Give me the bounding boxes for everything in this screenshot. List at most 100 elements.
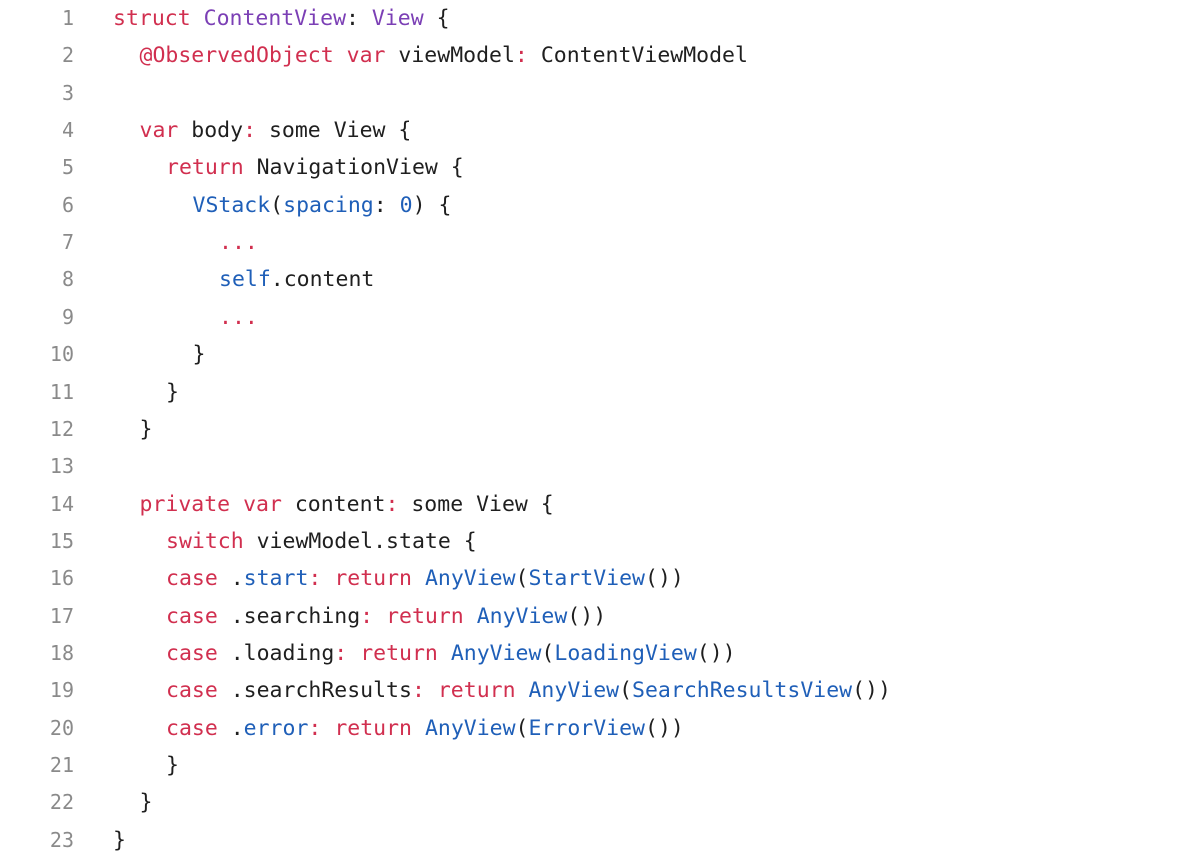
code-line[interactable]: 23}: [0, 822, 1200, 859]
code-token-default: some View {: [398, 491, 554, 517]
code-text: case .start: return AnyView(StartView()): [166, 560, 684, 597]
code-token-call: StartView: [528, 566, 646, 592]
line-number: 18: [49, 640, 74, 665]
code-token-keyword: return: [166, 155, 244, 181]
code-token-default: }: [139, 790, 153, 816]
code-line[interactable]: 13: [0, 448, 1200, 485]
code-token-default: (: [619, 678, 633, 704]
code-token-keyword: var: [139, 118, 179, 144]
code-line[interactable]: 11}: [0, 374, 1200, 411]
line-number: 13: [49, 454, 74, 479]
code-token-default: ) {: [412, 192, 452, 218]
code-text: private var content: some View {: [140, 486, 554, 523]
line-number: 22: [49, 790, 74, 815]
code-token-default: }: [166, 379, 179, 405]
code-token-keyword: return: [360, 640, 438, 666]
line-number: 14: [49, 491, 74, 516]
code-line[interactable]: 21}: [0, 747, 1200, 784]
code-line[interactable]: 2@ObservedObject var viewModel: ContentV…: [0, 37, 1200, 74]
line-number: 7: [61, 230, 74, 255]
code-line[interactable]: 9...: [0, 299, 1200, 336]
code-token-keyword: :: [360, 603, 374, 629]
code-text: return NavigationView {: [166, 149, 464, 186]
code-token-default: }: [166, 753, 179, 778]
line-number: 10: [49, 342, 74, 367]
code-token-call: AnyView: [424, 566, 516, 592]
code-token-default: [464, 604, 477, 629]
code-token-default: .searchResults: [217, 678, 412, 704]
code-text: }: [166, 747, 179, 784]
code-token-call: 0: [399, 192, 413, 218]
line-number: 17: [49, 603, 74, 628]
code-text: }: [140, 784, 153, 821]
code-token-default: ()): [696, 640, 736, 666]
code-token-keyword: @ObservedObject: [139, 43, 334, 69]
code-token-default: body: [178, 118, 244, 144]
code-line[interactable]: 7...: [0, 224, 1200, 261]
code-text: switch viewModel.state {: [166, 523, 477, 560]
code-token-keyword: :: [334, 640, 348, 666]
code-token-default: :: [373, 192, 400, 218]
code-token-keyword: private: [139, 491, 231, 517]
code-token-keyword: return: [386, 603, 464, 629]
code-token-default: {: [423, 6, 450, 31]
code-text: struct ContentView: View {: [113, 0, 450, 37]
code-token-call: self: [219, 267, 271, 293]
line-number: 5: [61, 155, 74, 180]
code-token-call: start: [243, 566, 309, 592]
code-text: ...: [219, 224, 258, 261]
code-token-keyword: case: [166, 715, 218, 741]
code-token-default: (: [270, 192, 284, 218]
code-token-keyword: var: [346, 43, 386, 69]
code-token-default: ContentViewModel: [527, 43, 748, 69]
code-token-default: [321, 566, 334, 591]
code-token-keyword: ...: [219, 230, 258, 256]
code-token-default: }: [113, 827, 126, 853]
code-text: }: [140, 411, 153, 448]
code-token-default: :: [346, 6, 372, 31]
code-token-default: viewModel.state {: [243, 528, 477, 554]
code-token-keyword: :: [308, 715, 322, 741]
code-text: case .searchResults: return AnyView(Sear…: [166, 672, 891, 709]
code-token-call: error: [243, 715, 309, 741]
code-text: VStack(spacing: 0) {: [193, 187, 452, 224]
code-line[interactable]: 12}: [0, 411, 1200, 448]
code-token-default: ()): [645, 566, 684, 592]
line-number: 4: [61, 118, 74, 143]
code-text: }: [166, 374, 179, 411]
code-token-keyword: :: [411, 678, 425, 704]
line-number: 21: [49, 753, 74, 777]
code-token-default: [321, 716, 334, 741]
code-text: case .error: return AnyView(ErrorView()): [166, 710, 684, 747]
code-line[interactable]: 22}: [0, 784, 1200, 821]
line-number: 12: [49, 416, 74, 441]
line-number: 11: [49, 379, 74, 404]
line-number: 19: [49, 678, 74, 703]
code-line[interactable]: 14 private var content: some View {: [0, 486, 1200, 523]
code-token-call: ErrorView: [528, 715, 646, 741]
code-token-keyword: struct: [113, 6, 191, 31]
code-line[interactable]: 10}: [0, 336, 1200, 373]
code-token-keyword: :: [243, 118, 257, 144]
code-text: }: [193, 336, 206, 373]
code-token-keyword: return: [334, 566, 412, 592]
code-line[interactable]: 19 case .searchResults: return AnyView(Se…: [0, 672, 1200, 709]
code-token-default: ()): [567, 603, 607, 629]
code-token-keyword: var: [243, 491, 282, 517]
code-line[interactable]: 5 return NavigationView {: [0, 149, 1200, 186]
code-token-default: [425, 678, 438, 703]
code-token-type: View: [371, 6, 424, 31]
code-token-keyword: case: [166, 678, 218, 704]
code-line[interactable]: 3: [0, 75, 1200, 112]
code-token-keyword: return: [334, 715, 412, 741]
